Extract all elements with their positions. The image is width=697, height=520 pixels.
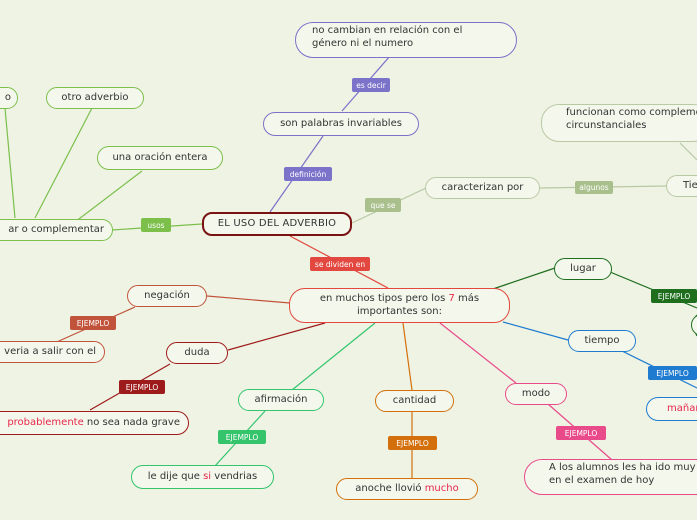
node-lugar[interactable]: lugar — [554, 258, 612, 280]
node-tiempo-example[interactable]: mañan — [646, 397, 697, 421]
node-duda-example[interactable]: probablemente no sea nada grave — [0, 411, 189, 435]
connector-tie-funcionan — [679, 142, 697, 161]
tag-que-se: que se — [365, 198, 401, 212]
tag-ejemplo-modo: EJEMPLO — [556, 426, 606, 440]
node-funcionan-line1: funcionan como compleme — [566, 107, 697, 118]
node-afirmacion-example-a: le dije que — [147, 470, 204, 482]
node-modo-example[interactable]: A los alumnos les ha ido muy b en el exa… — [524, 459, 697, 495]
tag-ejemplo-cantidad: EJEMPLO — [388, 436, 437, 450]
node-cantidad-example[interactable]: anoche llovió mucho — [336, 478, 478, 500]
node-tipos-text-b: más — [454, 293, 480, 304]
connector-oracion — [74, 170, 143, 223]
node-duda[interactable]: duda — [166, 342, 228, 364]
connector-tiempo — [502, 321, 569, 341]
connector-otro-adverbio — [34, 107, 93, 219]
node-otro-adverbio[interactable]: otro adverbio — [46, 87, 144, 109]
node-cantidad-example-hl: mucho — [424, 482, 459, 494]
tag-algunos: algunos — [575, 181, 613, 194]
node-tie[interactable]: Tie — [666, 175, 697, 197]
connector-negacion — [206, 295, 291, 304]
connector-duda — [227, 322, 326, 351]
tag-ejemplo-negacion: EJEMPLO — [70, 316, 116, 330]
node-definicion-target-line1: no cambian en relación con el — [312, 25, 463, 36]
node-cantidad-example-text: anoche llovió mucho — [355, 483, 458, 496]
node-complementar[interactable]: ar o complementar — [0, 219, 113, 241]
node-modo-example-line2: en el examen de hoy — [549, 474, 655, 486]
node-negacion[interactable]: negación — [127, 285, 207, 307]
central-topic[interactable]: EL USO DEL ADVERBIO — [202, 212, 352, 236]
tag-es-decir: es decir — [352, 78, 390, 92]
node-afirmacion-example-hl: si — [203, 470, 212, 482]
node-tipos-line1: en muchos tipos pero los 7 más — [320, 293, 479, 306]
node-duda-example-rest: no sea nada grave — [83, 416, 180, 428]
tag-ejemplo-afirmacion: EJEMPLO — [218, 430, 266, 444]
node-modo-example-line1-a: A los alumnos les ha ido muy — [549, 462, 697, 473]
connector-lugar — [489, 267, 556, 291]
node-negacion-example[interactable]: veria a salir con el — [0, 341, 105, 363]
node-tipos-text-a: en muchos tipos pero los — [319, 293, 449, 304]
tag-usos: usos — [141, 218, 171, 232]
tag-ejemplo-lugar: EJEMPLO — [651, 289, 697, 303]
node-cantidad[interactable]: cantidad — [375, 390, 454, 412]
node-definicion-target-line2: género ni el numero — [312, 37, 414, 49]
node-afirmacion[interactable]: afirmación — [238, 389, 324, 411]
node-palabras-invariables[interactable]: son palabras invariables — [263, 112, 419, 136]
node-definicion-target[interactable]: no cambian en relación con el género ni … — [295, 22, 517, 58]
node-cantidad-example-a: anoche llovió — [355, 482, 425, 494]
node-tiempo[interactable]: tiempo — [568, 330, 636, 352]
tag-ejemplo-duda: EJEMPLO — [119, 380, 165, 394]
node-modo[interactable]: modo — [505, 383, 567, 405]
node-tipos-line2: importantes son: — [357, 305, 442, 317]
node-una-oracion-entera[interactable]: una oración entera — [97, 146, 223, 170]
node-funcionan[interactable]: funcionan como compleme circunstanciales — [541, 104, 697, 142]
node-left-top[interactable]: o — [0, 87, 18, 109]
node-modo-example-line1: A los alumnos les ha ido muy b — [549, 462, 697, 475]
tag-se-dividen-en: se dividen en — [310, 257, 370, 271]
connector-cantidad — [402, 322, 413, 391]
node-afirmacion-example-text: le dije que si vendrias — [148, 471, 258, 484]
node-caracterizan-por[interactable]: caracterizan por — [425, 177, 540, 199]
tag-definicion: definición — [284, 167, 332, 181]
tag-ejemplo-tiempo: EJEMPLO — [648, 366, 697, 380]
node-tipos[interactable]: en muchos tipos pero los 7 más important… — [289, 288, 510, 323]
node-afirmacion-example[interactable]: le dije que si vendrias — [131, 465, 274, 489]
node-tiempo-example-text: mañan — [667, 402, 697, 414]
node-afirmacion-example-b: vendrias — [211, 470, 258, 482]
connector-modo — [439, 322, 517, 384]
node-duda-example-text: probablemente no sea nada grave — [7, 417, 180, 430]
node-tipos-number: 7 — [448, 293, 455, 304]
node-duda-example-hl: probablemente — [7, 416, 84, 428]
node-funcionan-line2: circunstanciales — [566, 119, 647, 131]
connector-left-top — [4, 107, 16, 219]
connector-afirmacion — [291, 322, 376, 391]
